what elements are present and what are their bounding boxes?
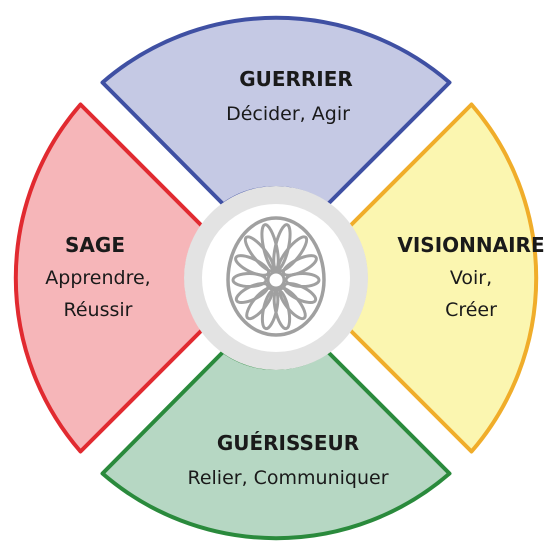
quadrant-sage-line-2: Réussir	[64, 299, 133, 321]
quadrant-sage: SAGE Apprendre, Réussir	[13, 102, 205, 454]
quadrant-sage-title: SAGE	[65, 233, 125, 257]
center-medallion	[184, 186, 368, 370]
quadrant-guerrier-line-1: Décider, Agir	[226, 103, 350, 125]
quadrant-visionnaire: VISIONNAIRE Voir, Créer	[347, 102, 545, 454]
flower-petal	[231, 272, 268, 288]
flower-rosette-icon	[226, 216, 326, 337]
quadrant-guerisseur-title: GUÉRISSEUR	[217, 431, 359, 455]
flower-outline	[226, 216, 326, 337]
flower-petal	[281, 254, 318, 277]
quadrant-guerrier-title: GUERRIER	[239, 67, 353, 91]
quadrant-guerisseur-line-1: Relier, Communiquer	[187, 467, 388, 489]
quadrant-sage-line-1: Apprendre,	[45, 267, 150, 289]
flower-hub	[266, 270, 286, 290]
quadrant-visionnaire-title: VISIONNAIRE	[397, 233, 544, 257]
quadrant-visionnaire-line-1: Voir,	[450, 267, 492, 289]
quadrant-visionnaire-line-2: Créer	[445, 299, 497, 321]
quadrant-guerrier: GUERRIER Décider, Agir	[100, 15, 452, 207]
